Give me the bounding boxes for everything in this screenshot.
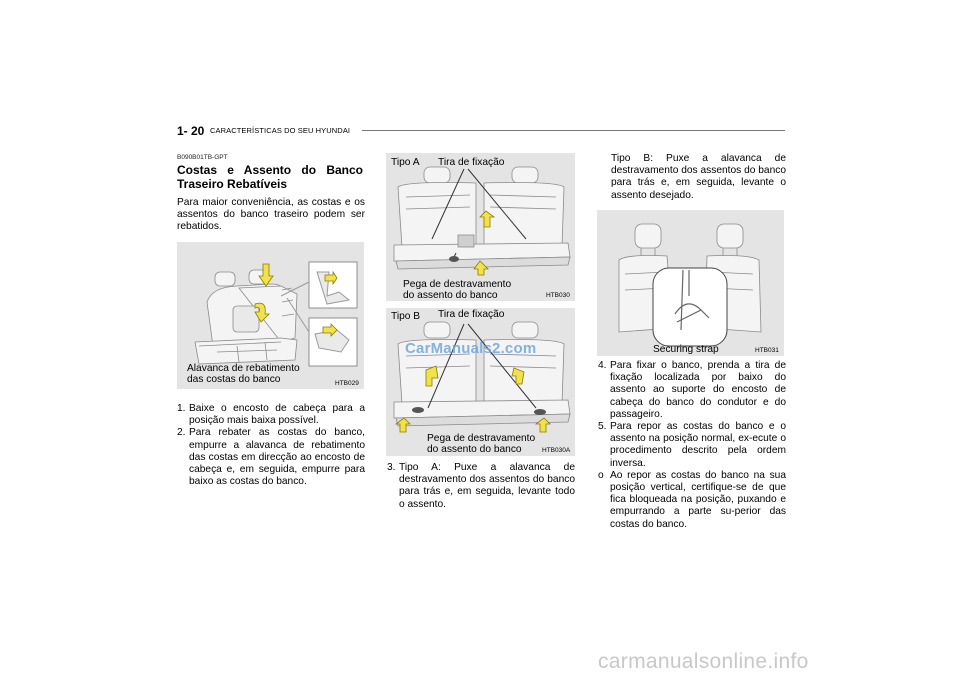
col3-steps: 4.Para fixar o banco, prenda a tira de f…	[598, 360, 786, 531]
seat-type-a-illustration	[393, 166, 571, 276]
htb030a-strap-label: Tira de fixação	[438, 309, 505, 320]
type-b-paragraph: Tipo B: Puxe a alavanca de destravamento…	[611, 153, 786, 201]
heading-line-2: Traseiro Rebatíveis	[177, 177, 288, 191]
figure-code-htb030a: HTB030A	[542, 447, 571, 454]
rear-seat-illustration	[194, 261, 358, 367]
htb031-strap-label: Securing strap	[653, 344, 719, 355]
htb030-strap-label: Tira de fixação	[438, 157, 505, 168]
page-number: 1- 20	[177, 124, 205, 138]
figure-code-htb031: HTB031	[755, 347, 779, 354]
step-2: 2.Para rebater as costas do banco, empur…	[177, 427, 365, 488]
step-1: 1.Baixe o encosto de cabeça para a posiç…	[177, 403, 365, 427]
htb030a-release-line-2: do assento do banco	[427, 444, 522, 455]
section-title: CARACTERÍSTICAS DO SEU HYUNDAI	[210, 126, 351, 135]
securing-strap-illustration	[618, 223, 762, 347]
htb030-release-line-2: do assento do banco	[403, 290, 498, 301]
seat-type-b-illustration	[393, 321, 571, 433]
figure-code-htb030: HTB030	[546, 292, 570, 299]
col1-steps: 1.Baixe o encosto de cabeça para a posiç…	[177, 403, 365, 488]
step-5: 5.Para repor as costas do banco e o asse…	[598, 421, 786, 469]
header-rule	[362, 130, 785, 131]
htb029-label-line-1: Alavanca de rebatimento	[187, 363, 300, 374]
htb030a-release-line-1: Pega de destravamento	[427, 433, 536, 444]
htb030a-type-label: Tipo B	[391, 311, 421, 322]
section-heading: Costas e Assento do Banco Traseiro Rebat…	[177, 163, 363, 191]
htb030-type-label: Tipo A	[391, 157, 420, 168]
figure-htb029: Alavanca de rebatimento das costas do ba…	[177, 242, 364, 389]
col2-steps: 3.Tipo A: Puxe a alavanca de destravamen…	[387, 462, 575, 511]
heading-line-1: Costas e Assento do Banco	[177, 163, 363, 177]
htb029-label-line-2: das costas do banco	[187, 374, 281, 385]
figure-htb030: Tipo A Tira de fixação Pega de destravam…	[386, 153, 575, 301]
arrow-icons	[254, 263, 338, 337]
figure-code-htb029: HTB029	[335, 380, 359, 387]
arrow-icons	[473, 210, 496, 276]
arrow-icons	[394, 365, 551, 433]
figure-htb031: Securing strap HTB031	[597, 210, 784, 356]
section-code: B090B01TB-GPT	[177, 154, 228, 161]
figure-htb030a: Tipo B Tira de fixação Pega de destravam…	[386, 308, 575, 456]
intro-paragraph: Para maior conveniência, as costas e os …	[177, 197, 365, 233]
step-3: 3.Tipo A: Puxe a alavanca de destravamen…	[387, 462, 575, 510]
htb030-release-line-1: Pega de destravamento	[403, 279, 512, 290]
step-4: 4.Para fixar o banco, prenda a tira de f…	[598, 360, 786, 420]
watermark-carmanuals2: CarManuals2.com	[405, 340, 537, 357]
footer-watermark: carmanualsonline.info	[598, 650, 809, 673]
